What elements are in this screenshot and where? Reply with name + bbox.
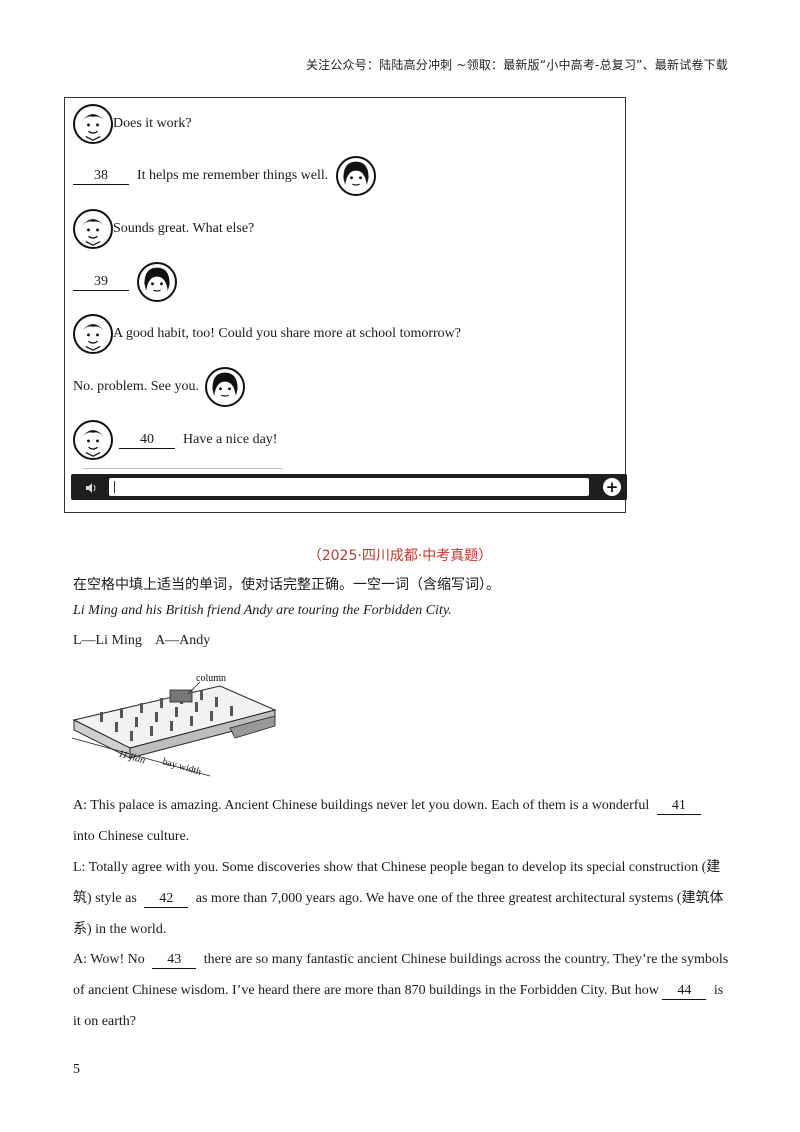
chat-text: Does it work?: [113, 116, 192, 131]
chat-input-bar: +: [71, 474, 627, 500]
boy-avatar-icon: [73, 314, 113, 354]
answer-blank-39[interactable]: 39: [73, 274, 129, 291]
chat-text: A good habit, too! Could you share more …: [113, 326, 461, 341]
diagram-label-bay: bay width: [161, 756, 202, 778]
text: A: This palace is amazing. Ancient Chine…: [73, 798, 650, 813]
page-header: 关注公众号：陆陆高分冲刺 ~领取：最新版“小中高考-总复习”、最新试卷下载: [305, 58, 728, 72]
answer-blank-43[interactable]: 43: [152, 952, 197, 969]
answer-blank-42[interactable]: 42: [144, 891, 189, 908]
chat-message-3: Sounds great. What else?: [73, 209, 254, 249]
text: is it on earth?: [73, 983, 724, 1029]
paragraph-l1: L: Totally agree with you. Some discover…: [73, 852, 729, 945]
chat-message-5: A good habit, too! Could you share more …: [73, 314, 461, 354]
boy-avatar-icon: [73, 104, 113, 144]
chat-message-4: 39: [73, 262, 177, 302]
chat-message-7: 40 Have a nice day!: [73, 420, 277, 460]
answer-blank-41[interactable]: 41: [656, 798, 701, 815]
text: A: Wow! No: [73, 952, 145, 967]
boy-avatar-icon: [73, 209, 113, 249]
scene-description: Li Ming and his British friend Andy are …: [73, 603, 452, 618]
chat-text: No. problem. See you.: [73, 379, 199, 394]
roles-legend: L—Li Ming A—Andy: [73, 633, 211, 648]
chat-message-1: Does it work?: [73, 104, 192, 144]
add-icon[interactable]: +: [603, 478, 621, 496]
text: as more than 7,000 years ago. We have on…: [73, 891, 724, 937]
chat-text: It helps me remember things well.: [137, 168, 329, 183]
girl-avatar-icon: [336, 156, 377, 196]
chat-window: Does it work? 38 It helps me remember th…: [64, 97, 627, 513]
divider: [83, 468, 283, 469]
chat-input-field[interactable]: [109, 478, 589, 496]
boy-avatar-icon: [73, 420, 113, 460]
text-cursor: [114, 481, 115, 493]
girl-avatar-icon: [204, 367, 245, 407]
answer-blank-40[interactable]: 40: [119, 432, 175, 449]
paragraph-a2: A: Wow! No 43 there are so many fantasti…: [73, 944, 729, 1037]
chat-message-2: 38 It helps me remember things well.: [73, 156, 377, 196]
chat-text: Sounds great. What else?: [113, 221, 255, 236]
question-source: （2025·四川成都·中考真题）: [307, 548, 493, 564]
text: L: Totally agree with you. Some discover…: [73, 860, 721, 906]
page-number: 5: [73, 1062, 80, 1077]
palace-diagram: column 11 jian bay width: [70, 668, 280, 783]
girl-avatar-icon: [137, 262, 177, 302]
chat-message-6: No. problem. See you.: [73, 367, 245, 407]
answer-blank-44[interactable]: 44: [662, 983, 707, 1000]
paragraph-a1: A: This palace is amazing. Ancient Chine…: [73, 790, 729, 852]
diagram-label-column: column: [196, 673, 226, 684]
answer-blank-38[interactable]: 38: [73, 168, 129, 185]
text: there are so many fantastic ancient Chin…: [73, 952, 729, 998]
instruction: 在空格中填上适当的单词，使对话完整正确。一空一词（含缩写词）。: [73, 577, 500, 593]
speaker-icon[interactable]: [85, 481, 97, 493]
text: into Chinese culture.: [73, 829, 190, 844]
chat-text: Have a nice day!: [183, 432, 278, 447]
